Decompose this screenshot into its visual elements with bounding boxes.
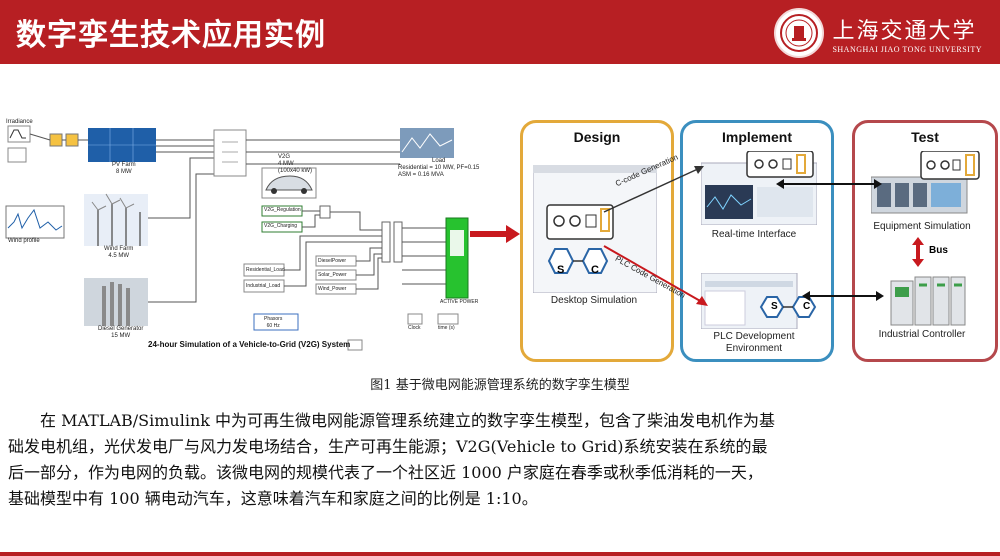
diesel-label: Diesel Generator 15 MW: [98, 326, 143, 340]
irradiance-label: Irradiance: [6, 119, 33, 125]
equipment-simulation-icon: [871, 151, 980, 214]
test-panel: Test Equipment Simulation Bus Industrial…: [852, 120, 998, 362]
design-panel: Design S C Desktop Simulation: [520, 120, 674, 362]
v2g-charging-block: V2G_Charging: [264, 223, 298, 229]
v2g-regulation-block: V2G_Regulation: [264, 207, 301, 213]
paragraph-line: 础发电机组，光伏发电厂与风力发电场结合，生产可再生能源；V2G(Vehicle …: [8, 437, 768, 456]
university-seal-icon: [774, 8, 825, 58]
university-logo: 上海交通大学 SHANGHAI JIAO TONG UNIVERSITY: [774, 8, 982, 58]
desktop-simulation-icon: [533, 165, 657, 293]
time-label: time (s): [438, 325, 455, 331]
design-s-label: S: [557, 264, 565, 276]
implement-c-label: C: [803, 301, 811, 312]
plc-development-label: PLC Development Environment: [683, 331, 825, 355]
plc-development-line1: PLC Development: [713, 331, 795, 342]
solar-power-block: Solar_Power: [318, 272, 347, 278]
diesel-power: 15 MW: [111, 333, 131, 339]
industrial-controller-icon: [890, 276, 966, 326]
design-title: Design: [573, 129, 621, 145]
phasors-block: Phasors 60 Hz: [264, 316, 282, 330]
plc-development-icon: [701, 273, 817, 329]
diesel-name: Diesel Generator: [98, 326, 144, 332]
plc-development-line2: Environment: [725, 343, 783, 354]
v2g-label: V2G 4 MW (100x40 kW): [278, 154, 312, 175]
paragraph-line: 基础模型中有 100 辆电动汽车，这意味着汽车和家庭之间的比例是 1:10。: [8, 489, 538, 508]
v2g-name: V2G: [278, 154, 291, 160]
phasors-name: Phasors: [264, 316, 283, 322]
desktop-simulation-label: Desktop Simulation: [550, 295, 638, 306]
flow-arrow-icon: [470, 224, 522, 248]
bus-arrow-icon: [912, 237, 924, 267]
equipment-simulation-label: Equipment Simulation: [873, 221, 971, 232]
clock-label: Clock: [408, 325, 421, 331]
pv-farm-name: PV Farm: [112, 162, 136, 168]
paragraph-line: 在 MATLAB/Simulink 中为可再生微电网能源管理系统建立的数字孪生模…: [40, 411, 776, 430]
wind-power-block: Wind_Power: [318, 286, 347, 292]
figure-caption: 图1 基于微电网能源管理系统的数字孪生模型: [370, 378, 630, 393]
implement-title: Implement: [721, 129, 792, 145]
test-title: Test: [911, 129, 939, 145]
v2g-cars: (100x40 kW): [278, 168, 313, 174]
diesel-power-block: DieselPower: [318, 258, 347, 264]
realtime-interface-label: Real-time Interface: [711, 229, 797, 240]
wind-profile-label: Wind profile: [8, 238, 40, 244]
logo-english-name: SHANGHAI JIAO TONG UNIVERSITY: [832, 44, 982, 54]
simulink-caption: 24-hour Simulation of a Vehicle-to-Grid …: [148, 340, 351, 349]
implement-panel: Implement Real-time Interface S C PLC De…: [680, 120, 834, 362]
industrial-controller-label: Industrial Controller: [878, 329, 966, 340]
header-bar: 数字孪生技术应用实例 上海交通大学 SHANGHAI JIAO TONG UNI…: [0, 0, 1000, 64]
pv-farm-label: PV Farm 8 MW: [112, 162, 136, 176]
implement-s-label: S: [771, 301, 778, 312]
residential-load-block: Residential_Load: [246, 267, 285, 273]
logo-chinese-name: 上海交通大学: [832, 18, 977, 44]
wind-farm-name: Wind Farm: [104, 246, 134, 252]
paragraph-line: 后一部分，作为电网的负载。该微电网的规模代表了一个社区近 1000 户家庭在春季…: [8, 463, 763, 482]
page-title: 数字孪生技术应用实例: [16, 18, 326, 53]
footer-bar: [0, 552, 1000, 556]
industrial-load-block: Industrial_Load: [246, 283, 281, 289]
body-paragraph: 在 MATLAB/Simulink 中为可再生微电网能源管理系统建立的数字孪生模…: [8, 408, 988, 512]
bus-label: Bus: [929, 245, 948, 256]
simulink-diagram: [5, 125, 469, 351]
design-c-label: C: [591, 264, 599, 276]
load-detail-2: ASM = 0.16 MVA: [398, 172, 444, 178]
realtime-interface-icon: [701, 151, 817, 225]
phasors-frequency: 60 Hz: [266, 323, 280, 329]
wind-farm-power: 4.5 MW: [108, 253, 129, 259]
simulink-model: Irradiance PV Farm 8 MW V2G 4 MW (100x40…: [0, 118, 480, 358]
pv-farm-power: 8 MW: [116, 169, 132, 175]
load-label: Load Residential = 10 MW, PF=0.15 ASM = …: [398, 158, 479, 179]
v2g-power: 4 MW: [278, 161, 294, 167]
wind-farm-label: Wind Farm 4.5 MW: [104, 246, 133, 260]
load-detail-1: Residential = 10 MW, PF=0.15: [398, 165, 480, 171]
active-power-label: ACTIVE POWER: [440, 299, 479, 305]
load-name: Load: [432, 158, 446, 164]
